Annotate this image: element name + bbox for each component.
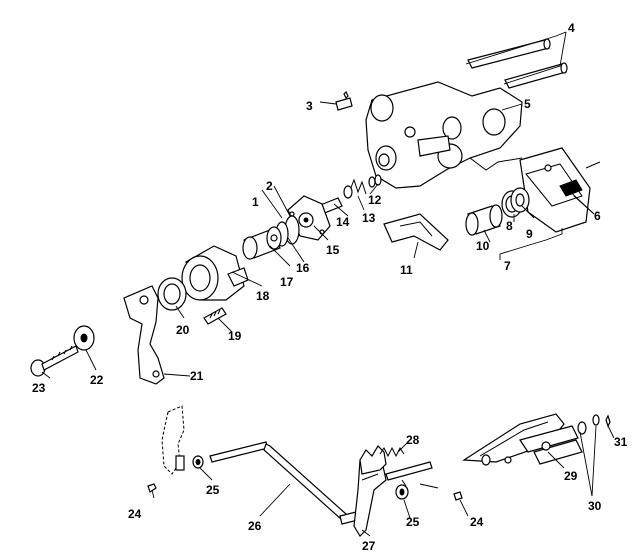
callout-10: 10 — [476, 239, 490, 253]
callout-12: 12 — [368, 193, 382, 207]
treadle — [462, 413, 583, 465]
callout-1: 1 — [252, 195, 259, 209]
washer-25-left — [192, 455, 204, 469]
callout-19: 19 — [228, 329, 242, 343]
housing-body — [365, 81, 523, 189]
callout-14: 14 — [336, 215, 350, 229]
callout-13: 13 — [362, 211, 376, 225]
ring-20 — [157, 277, 187, 311]
spring-28 — [379, 446, 405, 458]
callout-18: 18 — [256, 289, 270, 303]
callout-11: 11 — [400, 263, 413, 277]
screw-19 — [203, 307, 227, 325]
lever-bracket — [123, 285, 165, 385]
bracket-plate — [519, 147, 601, 233]
callout-5: 5 — [524, 97, 531, 111]
callout-6: 6 — [594, 209, 601, 223]
callout-9: 9 — [526, 227, 533, 241]
callout-21: 21 — [190, 369, 204, 383]
callout-29: 29 — [564, 469, 578, 483]
callout-16: 16 — [296, 261, 310, 275]
callout-27: 27 — [362, 539, 376, 553]
leader-lines — [41, 31, 615, 537]
callout-17: 17 — [280, 275, 294, 289]
washer-25-mid — [395, 484, 409, 500]
callout-28: 28 — [406, 433, 420, 447]
shaft-stack — [242, 215, 300, 260]
callout-2: 2 — [266, 179, 273, 193]
pedal-arm — [353, 445, 387, 537]
small-screw — [335, 90, 353, 111]
callout-4: 4 — [568, 21, 575, 35]
callout-22: 22 — [90, 373, 104, 387]
callout-31: 31 — [614, 435, 628, 449]
bolt-23 — [30, 345, 79, 377]
clip-tray — [383, 213, 449, 251]
callout-15: 15 — [326, 243, 340, 257]
callout-7: 7 — [504, 259, 511, 273]
small-hardware — [481, 414, 611, 466]
washer-22 — [73, 325, 95, 351]
callout-8: 8 — [506, 219, 513, 233]
long-rod — [209, 441, 359, 525]
callout-26: 26 — [248, 519, 262, 533]
drum — [181, 245, 249, 301]
cotter-pin-left — [147, 483, 157, 493]
cotter-pin-right — [453, 491, 463, 501]
callout-25-mid: 25 — [406, 515, 420, 529]
bearing-rings — [501, 187, 530, 218]
callout-20: 20 — [176, 323, 190, 337]
callout-24-left: 24 — [128, 507, 142, 521]
spring-washer — [343, 174, 382, 199]
cross-shaft — [385, 461, 433, 481]
callout-labels: 4 3 5 6 8 9 10 7 11 12 13 14 15 2 1 16 1… — [32, 21, 628, 553]
left-mount-block — [175, 455, 185, 471]
callout-3: 3 — [306, 99, 313, 113]
group-bracket-7 — [499, 228, 563, 260]
callout-25-left: 25 — [206, 483, 220, 497]
cylinder — [465, 204, 503, 236]
callout-30: 30 — [588, 499, 602, 513]
callout-23: 23 — [32, 381, 46, 395]
rod-pair — [467, 38, 568, 89]
callout-24-right: 24 — [470, 515, 484, 529]
